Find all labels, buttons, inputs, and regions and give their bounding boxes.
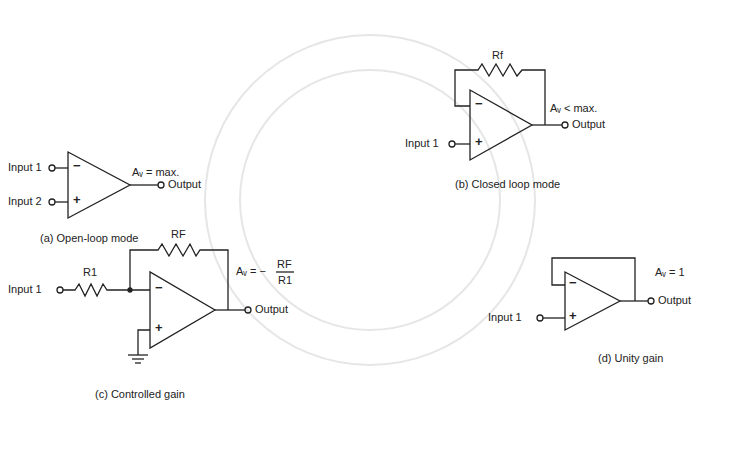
caption: (a) Open-loop mode — [40, 232, 138, 245]
caption: (b) Closed loop mode — [455, 178, 560, 191]
resistor-label: RF — [171, 228, 186, 241]
watermark — [205, 35, 535, 365]
input-label: Input 1 — [8, 283, 42, 296]
gain-label: Aᵥ = 1 — [655, 266, 685, 279]
pin-sign: + — [475, 135, 483, 150]
output-label: Output — [658, 294, 691, 307]
fraction-bar — [276, 271, 294, 272]
pin-sign: − — [155, 281, 163, 296]
resistor-label: Rf — [492, 49, 503, 62]
pin-sign: + — [73, 193, 81, 208]
opamp-a — [49, 152, 164, 218]
pin-sign: + — [155, 321, 163, 336]
fraction-denominator: R1 — [278, 274, 292, 287]
caption: (c) Controlled gain — [95, 388, 185, 401]
opamp-c — [57, 244, 294, 363]
gain-label: Aᵥ < max. — [550, 102, 597, 115]
input-label: Input 1 — [405, 137, 439, 150]
pin-sign: − — [475, 97, 483, 112]
gain-label: Aᵥ = max. — [132, 166, 179, 179]
pin-sign: − — [73, 159, 81, 174]
fraction-numerator: RF — [277, 258, 292, 271]
output-label: Output — [255, 303, 288, 316]
gain-label: Aᵥ = − — [236, 265, 266, 278]
resistor-label: R1 — [83, 266, 97, 279]
output-label: Output — [168, 178, 201, 191]
opamp-d — [537, 258, 654, 330]
input-label: Input 1 — [488, 311, 522, 324]
pin-sign: + — [569, 309, 577, 324]
output-label: Output — [572, 118, 605, 131]
pin-sign: − — [569, 276, 577, 291]
input-label: Input 2 — [8, 195, 42, 208]
input-label: Input 1 — [8, 161, 42, 174]
caption: (d) Unity gain — [598, 352, 663, 365]
